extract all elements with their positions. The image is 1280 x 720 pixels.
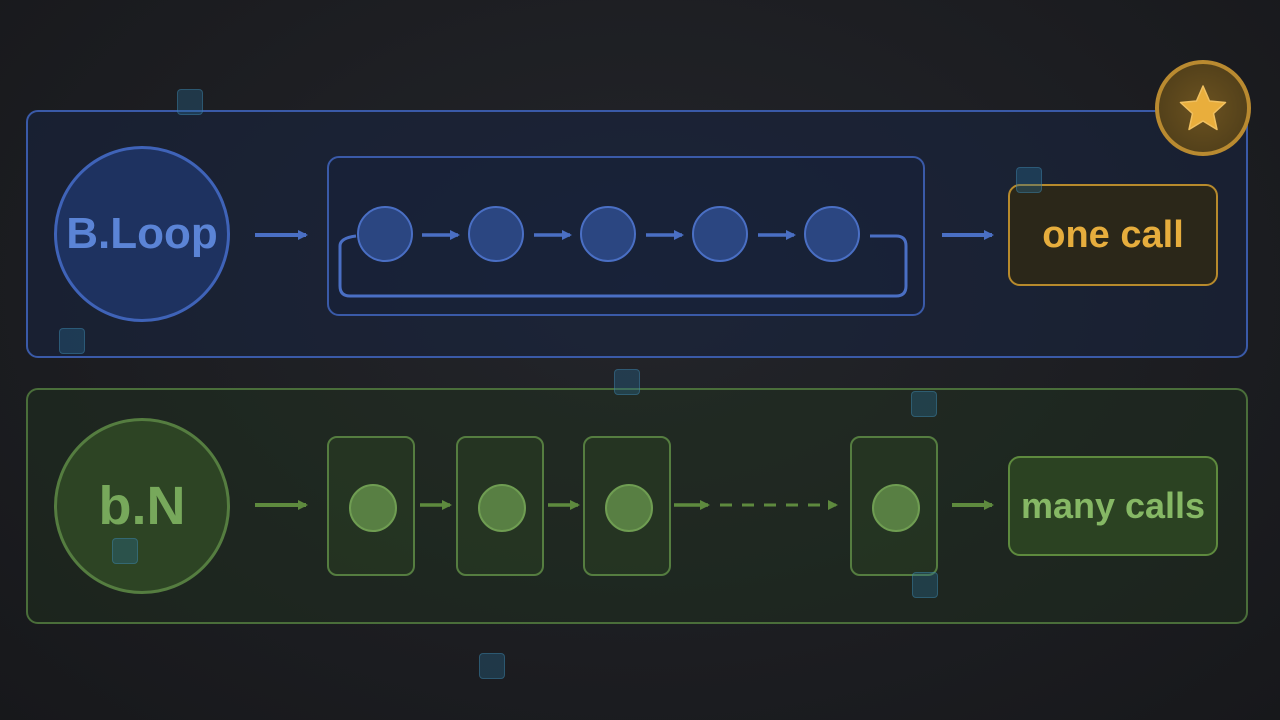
loop-node [580, 206, 636, 262]
loop-node [804, 206, 860, 262]
loop-node [357, 206, 413, 262]
call-frame-dot [872, 484, 920, 532]
b-loop-circle: B.Loop [54, 146, 230, 322]
many-calls-label: many calls [1020, 485, 1206, 526]
call-frame [850, 436, 938, 576]
b-n-circle: b.N [54, 418, 230, 594]
b-loop-label: B.Loop [66, 209, 218, 258]
star-icon [1179, 85, 1227, 131]
call-frame [456, 436, 544, 576]
watermark-icon [59, 328, 85, 354]
loop-node [692, 206, 748, 262]
loop-back-path [338, 234, 908, 298]
watermark-icon [479, 653, 505, 679]
watermark-icon [177, 89, 203, 115]
b-n-label: b.N [98, 476, 186, 536]
one-call-label: one call [1042, 213, 1184, 256]
watermark-icon [1016, 167, 1042, 193]
loop-node [468, 206, 524, 262]
call-frame-dot [478, 484, 526, 532]
watermark-icon [614, 369, 640, 395]
watermark-icon [112, 538, 138, 564]
watermark-icon [912, 572, 938, 598]
call-frame [327, 436, 415, 576]
call-frame [583, 436, 671, 576]
watermark-icon [911, 391, 937, 417]
call-frame-dot [605, 484, 653, 532]
many-calls-box: many calls [1008, 456, 1218, 556]
one-call-box: one call [1008, 184, 1218, 286]
star-badge [1155, 60, 1251, 156]
call-frame-dot [349, 484, 397, 532]
